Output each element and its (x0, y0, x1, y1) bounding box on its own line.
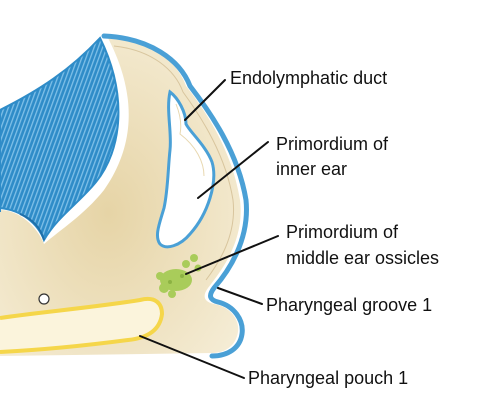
label-ossicles-line2: middle ear ossicles (286, 248, 439, 268)
label-groove: Pharyngeal groove 1 (266, 295, 432, 315)
label-ossicles-line1: Primordium of (286, 222, 399, 242)
notochord (39, 294, 49, 304)
label-inner-ear-line1: Primordium of (276, 134, 389, 154)
label-endolymphatic-duct: Endolymphatic duct (230, 68, 387, 88)
label-inner-ear-line2: inner ear (276, 159, 347, 179)
label-pouch: Pharyngeal pouch 1 (248, 368, 408, 388)
